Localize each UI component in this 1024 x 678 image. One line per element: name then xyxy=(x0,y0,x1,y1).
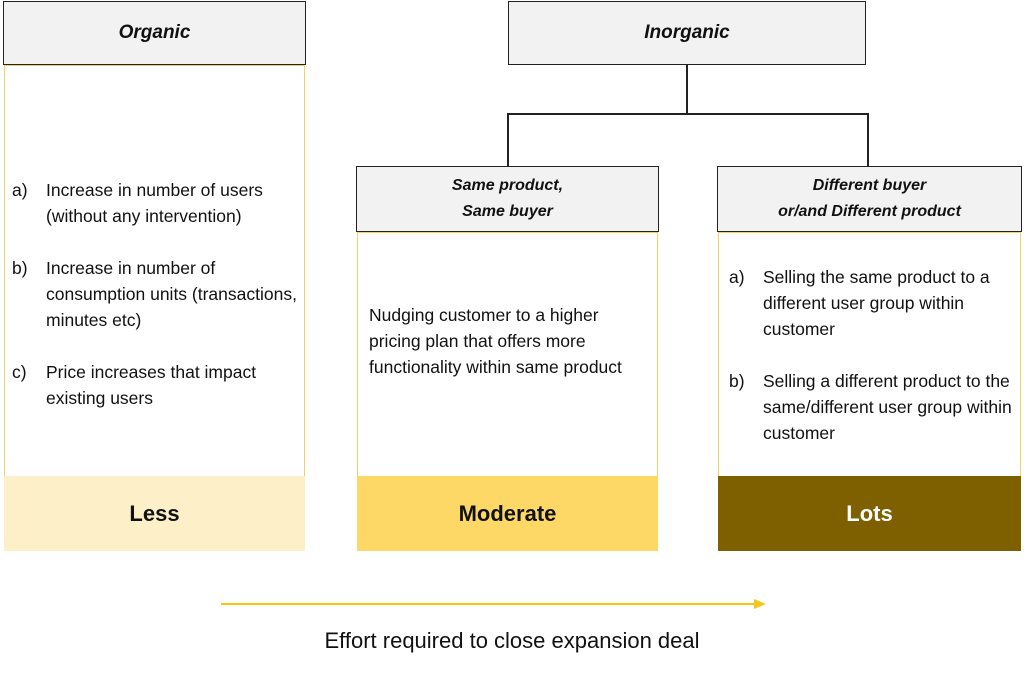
list-marker: b) xyxy=(729,371,745,391)
list-item-text: Selling a different product to the same/… xyxy=(763,371,1012,443)
organic-list: a) Increase in number of users (without … xyxy=(12,177,302,437)
different-buyer-title-line1: Different buyer xyxy=(812,177,927,194)
list-item-text: Increase in number of users (without any… xyxy=(46,180,263,226)
connector-horizontal xyxy=(507,113,869,115)
list-item: a) Increase in number of users (without … xyxy=(12,177,302,229)
list-item: b) Selling a different product to the sa… xyxy=(729,368,1014,446)
inorganic-header: Inorganic xyxy=(508,1,866,65)
same-product-title-line2: Same buyer xyxy=(462,203,553,220)
list-item-text: Increase in number of consumption units … xyxy=(46,258,297,330)
effort-arrow xyxy=(221,599,766,609)
effort-moderate-label: Moderate xyxy=(458,500,557,526)
effort-less-block: Less xyxy=(4,476,305,551)
inorganic-title: Inorganic xyxy=(644,22,730,43)
list-marker: a) xyxy=(729,267,745,287)
effort-moderate-block: Moderate xyxy=(357,476,658,551)
organic-header: Organic xyxy=(3,1,306,65)
different-buyer-list: a) Selling the same product to a differe… xyxy=(729,264,1014,472)
different-buyer-title-line2: or/and Different product xyxy=(778,203,961,220)
list-marker: c) xyxy=(12,362,27,382)
list-marker: a) xyxy=(12,180,28,200)
connector-left-drop xyxy=(507,113,509,166)
effort-less-label: Less xyxy=(129,500,180,526)
list-item: b) Increase in number of consumption uni… xyxy=(12,255,302,333)
list-item: c) Price increases that impact existing … xyxy=(12,359,302,411)
same-product-title-line1: Same product, xyxy=(451,177,564,194)
list-marker: b) xyxy=(12,258,28,278)
effort-caption: Effort required to close expansion deal xyxy=(324,628,700,653)
organic-panel xyxy=(4,65,305,551)
effort-lots-label: Lots xyxy=(846,500,893,526)
connector-vertical-top xyxy=(686,65,688,114)
different-buyer-header: Different buyer or/and Different product xyxy=(717,166,1022,232)
connector-right-drop xyxy=(867,113,869,166)
organic-title: Organic xyxy=(118,22,191,43)
list-item-text: Price increases that impact existing use… xyxy=(46,362,257,408)
same-product-text: Nudging customer to a higher pricing pla… xyxy=(369,305,622,377)
same-product-header: Same product, Same buyer xyxy=(356,166,659,232)
list-item-text: Selling the same product to a different … xyxy=(763,267,990,339)
effort-lots-block: Lots xyxy=(718,476,1021,551)
list-item: a) Selling the same product to a differe… xyxy=(729,264,1014,342)
